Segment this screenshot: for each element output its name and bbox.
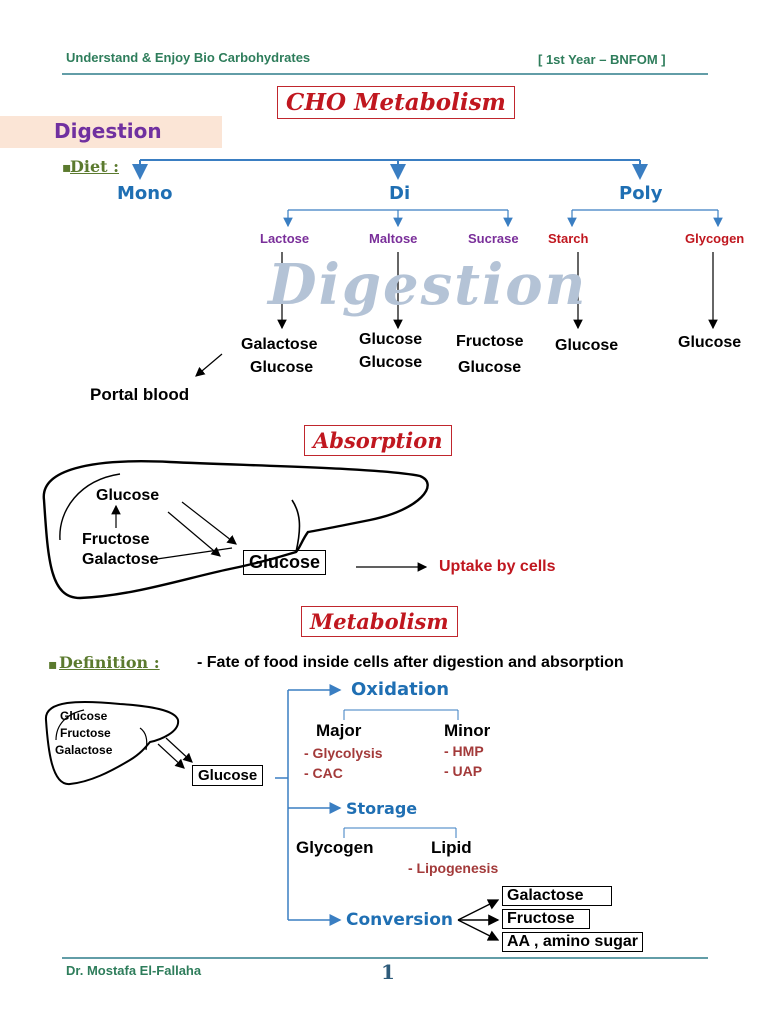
metabolism-arrows	[157, 737, 193, 769]
footer-author: Dr. Mostafa El-Fallaha	[66, 963, 202, 978]
mono-label: Mono	[117, 183, 173, 204]
starch-product: Glucose	[555, 337, 619, 354]
di-label: Di	[389, 183, 411, 204]
maltose-label: Maltose	[369, 231, 418, 246]
digestion-highlight	[0, 116, 222, 148]
page-number: 1	[381, 960, 395, 984]
minor-uap: - UAP	[444, 763, 483, 779]
major-cac: - CAC	[304, 765, 343, 781]
maltose-product-2: Glucose	[359, 354, 423, 371]
storage-lipid: Lipid	[431, 838, 472, 857]
lactose-product-1: Galactose	[241, 336, 318, 353]
portal-blood: Portal blood	[90, 385, 190, 404]
starch-label: Starch	[548, 231, 589, 246]
uptake-by-cells: Uptake by cells	[439, 558, 556, 575]
lipogenesis: - Lipogenesis	[408, 860, 499, 876]
definition-text: - Fate of food inside cells after digest…	[197, 654, 624, 671]
conversion-arrows	[457, 899, 500, 941]
absorption-fructose: Fructose	[82, 531, 150, 548]
metabolism-glucose-box: Glucose	[192, 765, 264, 786]
sucrase-label: Sucrase	[468, 231, 519, 246]
absorption-glucose: Glucose	[96, 487, 160, 504]
digestion-arrows	[195, 252, 718, 377]
conversion-label: Conversion	[346, 910, 453, 930]
sucrase-product-1: Fructose	[456, 333, 524, 350]
page-title: CHO Metabolism	[277, 86, 515, 119]
poly-tree	[567, 209, 723, 228]
minor-hmp: - HMP	[444, 743, 484, 759]
met-liver-fructose: Fructose	[60, 726, 111, 740]
oxidation-label: Oxidation	[351, 679, 450, 700]
met-liver-galactose: Galactose	[55, 743, 113, 757]
definition-label: Definition :	[59, 653, 160, 672]
storage-label: Storage	[346, 799, 418, 818]
sucrase-product-2: Glucose	[458, 359, 522, 376]
diet-bullet: ▪	[62, 160, 72, 176]
absorption-arrows	[111, 501, 428, 572]
minor-label: Minor	[444, 721, 491, 740]
metabolism-tree	[275, 684, 459, 926]
conversion-galactose: Galactose	[502, 886, 612, 906]
header-left: Understand & Enjoy Bio Carbohydrates	[66, 50, 311, 65]
digestion-watermark: Digestion	[268, 252, 588, 318]
di-tree	[283, 209, 513, 228]
storage-glycogen: Glycogen	[296, 838, 374, 857]
absorption-liver	[42, 460, 429, 600]
digestion-label: Digestion	[54, 119, 162, 143]
metabolism-liver	[44, 700, 180, 786]
header-right: [ 1st Year – BNFOM ]	[538, 52, 666, 67]
diet-label: Diet :	[70, 157, 119, 176]
lactose-product-2: Glucose	[250, 359, 314, 376]
poly-label: Poly	[619, 183, 663, 204]
major-glycolysis: - Glycolysis	[304, 745, 383, 761]
conversion-aa-amino-sugar: AA , amino sugar	[502, 932, 643, 952]
metabolism-title: Metabolism	[301, 606, 458, 637]
lactose-label: Lactose	[260, 231, 310, 246]
absorption-glucose-box: Glucose	[243, 550, 327, 575]
glycogen-label: Glycogen	[685, 231, 745, 246]
diet-tree	[132, 159, 648, 180]
met-liver-glucose: Glucose	[60, 709, 108, 723]
maltose-product-1: Glucose	[359, 331, 423, 348]
definition-bullet: ▪	[48, 657, 58, 673]
absorption-galactose: Galactose	[82, 551, 159, 568]
major-label: Major	[316, 721, 362, 740]
conversion-fructose: Fructose	[502, 909, 590, 929]
glycogen-product: Glucose	[678, 334, 742, 351]
absorption-title: Absorption	[304, 425, 452, 456]
